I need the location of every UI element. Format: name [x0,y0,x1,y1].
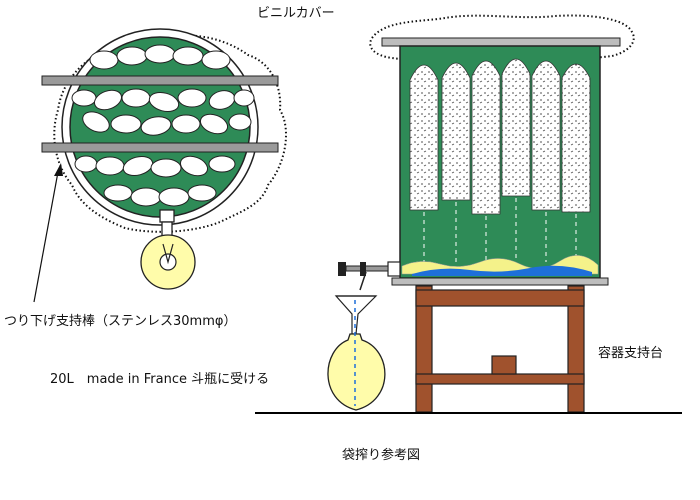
tap-handle [338,262,346,276]
rod-leader-arrow [33,163,63,303]
label-hanging-rod: つり下げ支持棒（ステンレス30mmφ） [4,314,237,329]
tank-side-view [338,14,635,291]
funnel-and-flask [327,295,386,411]
tap-pipe [345,265,389,272]
side-spout [387,261,401,277]
tank-bottom-plate [391,277,609,286]
label-flask-note: 20L made in France 斗瓶に受ける [50,372,270,387]
tank-lid [381,37,621,47]
figure-title: 袋搾り参考図 [342,448,421,463]
label-vinyl-cover: ビニルカバー [257,6,335,21]
container-stand [415,285,585,413]
tank-top-view [41,28,287,290]
label-container-stand: 容器支持台 [598,346,664,361]
drip-lines [423,198,577,262]
liquid-pool [412,265,592,276]
hanging-bags-side [409,58,591,215]
hanging-rod-upper [41,75,279,86]
tap-valve [360,262,366,276]
cloth-bags-top [71,44,255,207]
funnel [334,295,378,335]
flask-20l [327,333,386,411]
top-spout [159,209,175,223]
hanging-rod-lower [41,142,279,153]
